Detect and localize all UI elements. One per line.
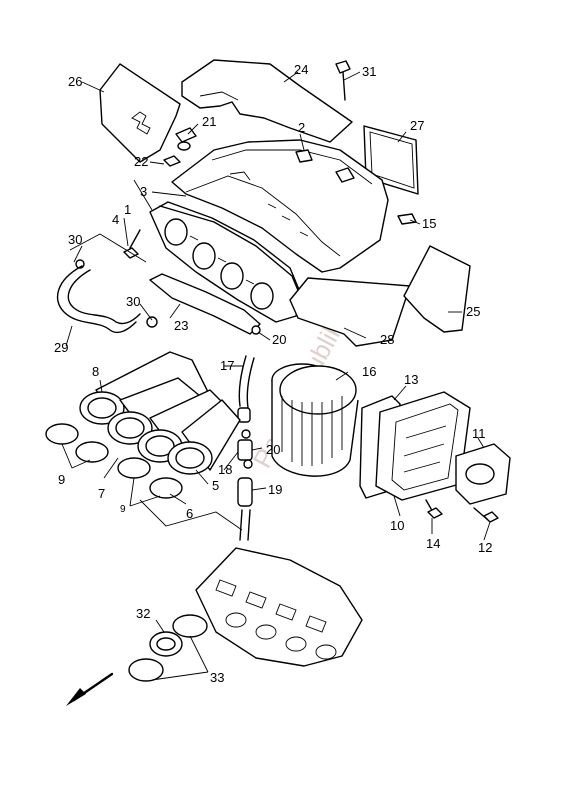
- hose-clamp-9a: [45, 423, 109, 463]
- callout-12: 12: [478, 540, 492, 555]
- callout-13: 13: [404, 372, 418, 387]
- group-bracket-6: [139, 499, 243, 531]
- air-box-case-2: [171, 139, 389, 273]
- callout-9b: 9: [120, 504, 126, 515]
- screw-12: [473, 507, 499, 523]
- callout-labels: 26 24 31 27 21 2 22 3 1 4 15 30 30 23 25…: [54, 62, 492, 685]
- clip-20b: [241, 429, 253, 469]
- callout-32: 32: [136, 606, 150, 621]
- callout-31: 31: [362, 64, 376, 79]
- callout-29: 29: [54, 340, 68, 355]
- funnel-8: [79, 391, 125, 425]
- clip-15: [397, 213, 417, 225]
- fitting-21: [175, 127, 197, 151]
- direction-arrow-icon: [66, 672, 114, 706]
- callout-27: 27: [410, 118, 424, 133]
- cap-11: [455, 443, 511, 505]
- callout-5: 5: [212, 478, 219, 493]
- callout-4: 4: [112, 212, 119, 227]
- crankcase-breather-hose-29: [56, 265, 141, 334]
- side-cover-26: [99, 63, 181, 163]
- clamp-33b: [128, 658, 164, 682]
- callout-10: 10: [390, 518, 404, 533]
- callout-25: 25: [466, 304, 480, 319]
- leader-lines: [61, 71, 491, 681]
- cylinder-head: [195, 547, 363, 667]
- cover-plate-28: [289, 277, 411, 347]
- hose-joint: [237, 407, 251, 423]
- callout-16: 16: [362, 364, 376, 379]
- clamp-30b: [146, 316, 158, 328]
- callout-30a: 30: [68, 232, 82, 247]
- callout-2: 2: [298, 120, 305, 135]
- funnel-5b: [167, 399, 241, 475]
- fitting-22: [163, 155, 181, 167]
- callout-1: 1: [124, 202, 131, 217]
- intake-joint-32: [149, 631, 183, 657]
- callout-21: 21: [202, 114, 216, 129]
- hose-17: [238, 355, 255, 409]
- air-box-top-cover-24: [181, 59, 353, 143]
- valve-18: [237, 439, 253, 461]
- callout-20a: 20: [272, 332, 286, 347]
- callout-15: 15: [422, 216, 436, 231]
- callout-19: 19: [268, 482, 282, 497]
- callout-24: 24: [294, 62, 308, 77]
- callout-20b: 20: [266, 442, 280, 457]
- callout-33: 33: [210, 670, 224, 685]
- callout-17: 17: [220, 358, 234, 373]
- funnel-7: [107, 377, 201, 445]
- bolt-31: [335, 60, 351, 101]
- callout-9a: 9: [58, 472, 65, 487]
- screw-14: [425, 499, 443, 519]
- callout-14: 14: [426, 536, 440, 551]
- side-panel-25: [403, 245, 471, 333]
- callout-6: 6: [186, 506, 193, 521]
- gasket-23: [149, 273, 261, 335]
- callout-30b: 30: [126, 294, 140, 309]
- callout-28: 28: [380, 332, 394, 347]
- callout-22: 22: [134, 154, 148, 169]
- callout-23: 23: [174, 318, 188, 333]
- callout-3: 3: [140, 184, 147, 199]
- callout-11: 11: [472, 426, 486, 441]
- clamp-33a: [172, 614, 208, 638]
- hose-19: [237, 477, 253, 541]
- air-filter-16: [271, 363, 359, 477]
- callout-8: 8: [92, 364, 99, 379]
- callout-7: 7: [98, 486, 105, 501]
- callout-26: 26: [68, 74, 82, 89]
- callout-18: 18: [218, 462, 232, 477]
- seal-3: [159, 205, 303, 301]
